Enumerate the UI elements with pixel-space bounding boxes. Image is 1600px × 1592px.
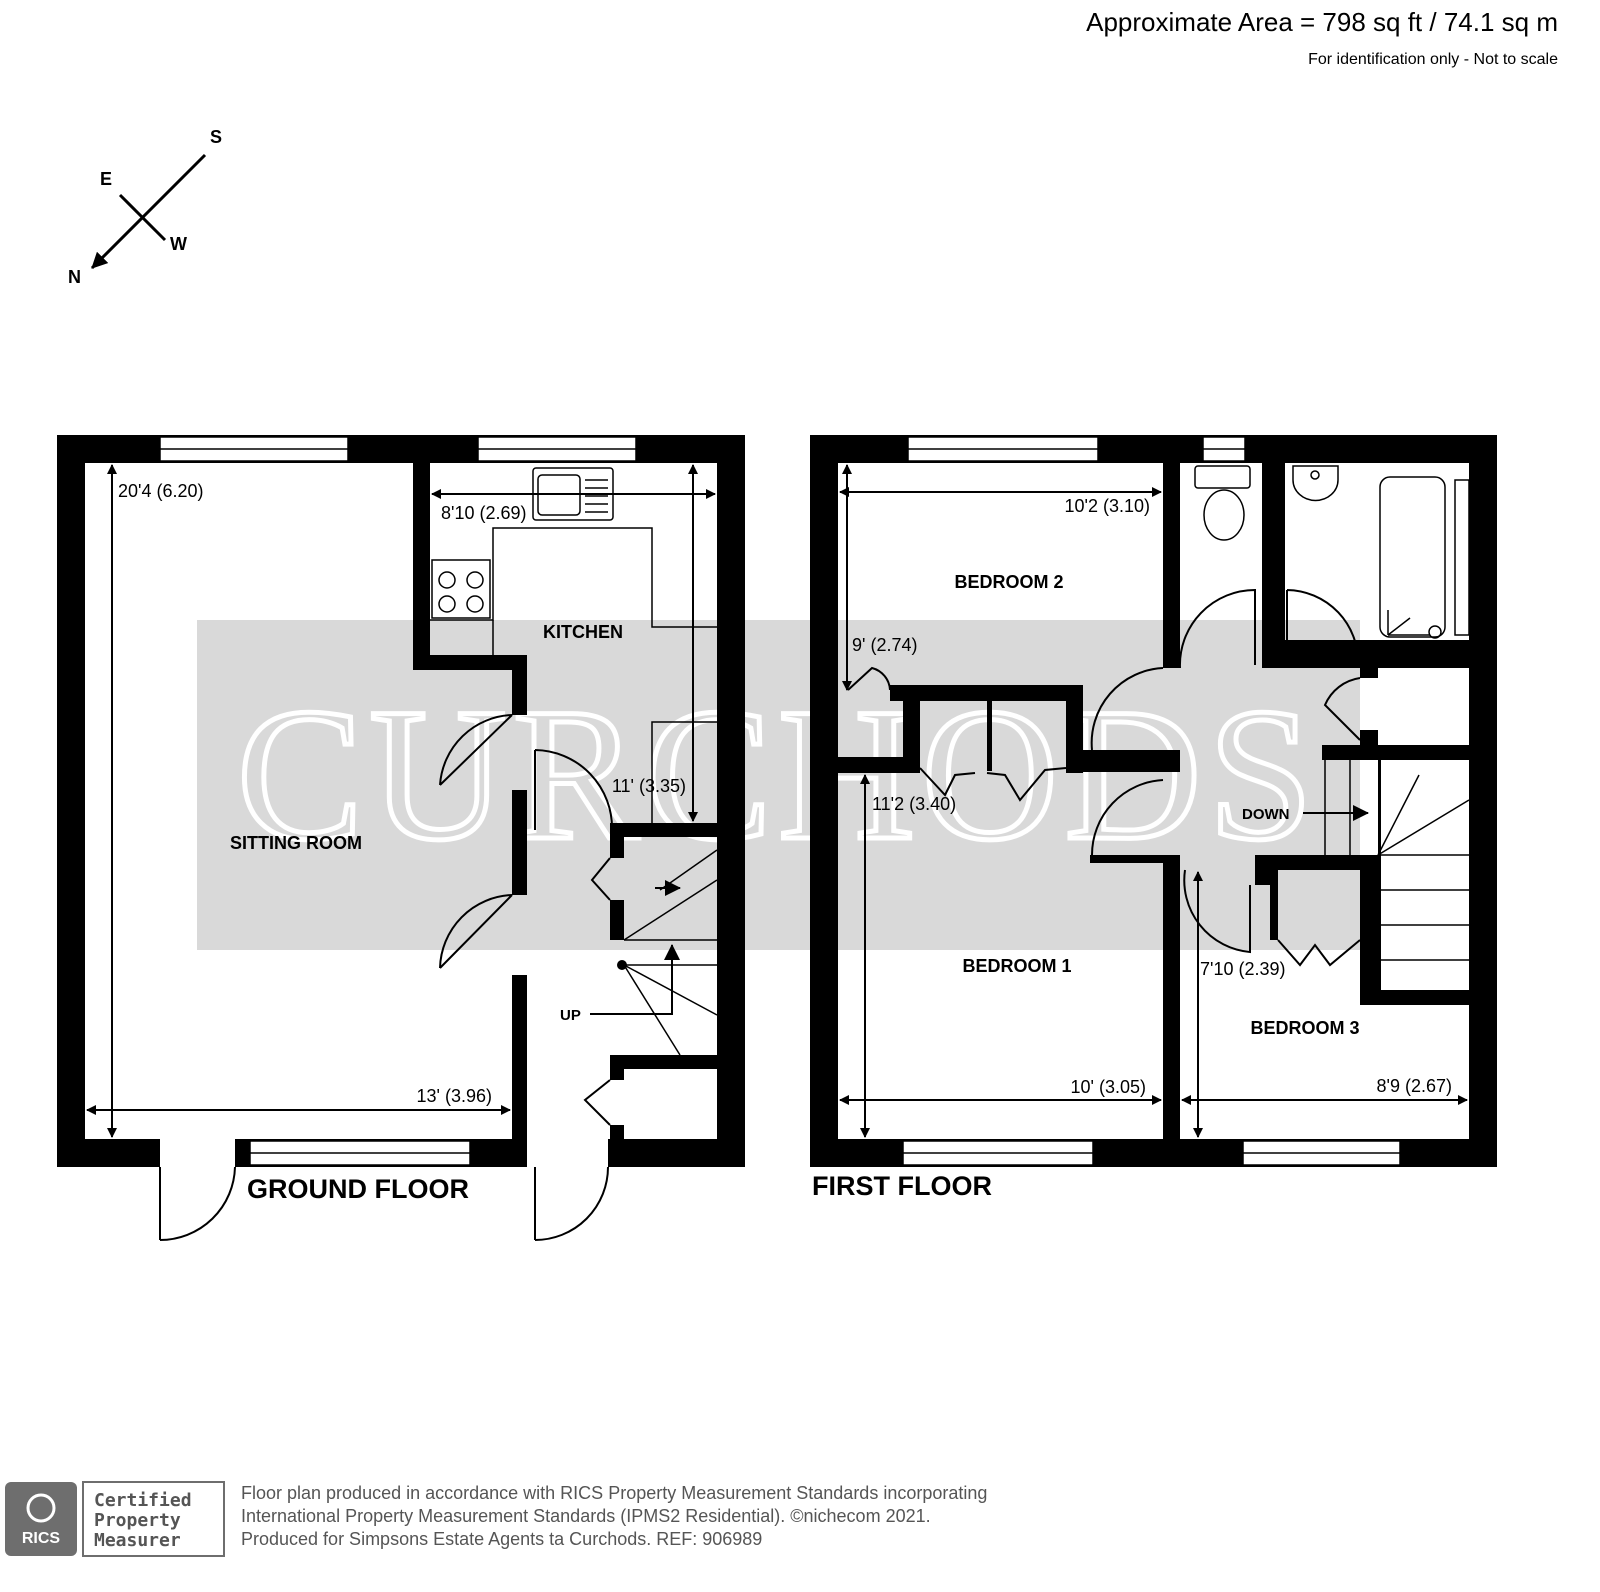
floor-title-first: FIRST FLOOR: [812, 1171, 992, 1201]
footer-line-3: Produced for Simpsons Estate Agents ta C…: [241, 1529, 762, 1549]
bath-icon: [1379, 476, 1446, 639]
ground-floor-plan: UP 20'4 (6.20) 13' (3.96) 8'10 (2.69) 11…: [57, 435, 745, 1241]
dim-kitchen-length: 11' (3.35): [612, 776, 686, 796]
stairs-up: UP: [560, 849, 718, 1056]
rics-lion-icon: [26, 1493, 56, 1523]
compass-south: S: [210, 127, 222, 147]
compass-north: N: [68, 267, 81, 287]
basin-icon: [1292, 465, 1339, 502]
footer-line-1: Floor plan produced in accordance with R…: [241, 1483, 987, 1503]
stairs-down: DOWN: [1242, 760, 1470, 961]
dim-bedroom1-length: 11'2 (3.40): [872, 794, 956, 814]
svg-text:RICS: RICS: [22, 1530, 61, 1547]
approximate-area: Approximate Area = 798 sq ft / 74.1 sq m: [1086, 7, 1558, 37]
dim-bedroom1-width: 10' (3.05): [1071, 1077, 1146, 1097]
room-label-sitting-room: SITTING ROOM: [230, 833, 362, 853]
compass-west: W: [170, 234, 187, 254]
dim-bedroom2-width: 10'2 (3.10): [1065, 496, 1151, 516]
stairs-down-label: DOWN: [1242, 806, 1290, 823]
room-label-bedroom1: BEDROOM 1: [962, 956, 1071, 976]
svg-text:CURCHODS: CURCHODS: [237, 670, 1320, 880]
dim-sitting-length: 20'4 (6.20): [118, 481, 204, 501]
stairs-up-label: UP: [560, 1007, 581, 1024]
room-label-bedroom2: BEDROOM 2: [954, 572, 1063, 592]
disclaimer: For identification only - Not to scale: [1308, 51, 1558, 68]
toilet-icon: [1194, 465, 1251, 541]
dim-bedroom3-length: 7'10 (2.39): [1200, 959, 1286, 979]
svg-text:Measurer: Measurer: [94, 1530, 181, 1551]
compass-east: E: [100, 169, 112, 189]
dim-bedroom2-length: 9' (2.74): [852, 635, 917, 655]
watermark: CURCHODS: [197, 620, 1360, 950]
compass-icon: S E W N: [68, 127, 222, 287]
svg-text:Certified: Certified: [94, 1490, 192, 1511]
room-label-bedroom3: BEDROOM 3: [1250, 1018, 1359, 1038]
room-label-kitchen: KITCHEN: [543, 622, 623, 642]
rics-badge: RICS Certified Property Measurer: [5, 1481, 225, 1557]
dim-sitting-width: 13' (3.96): [417, 1086, 492, 1106]
dim-kitchen-width: 8'10 (2.69): [441, 503, 527, 523]
footer-line-2: International Property Measurement Stand…: [241, 1506, 931, 1526]
floor-title-ground: GROUND FLOOR: [247, 1174, 469, 1204]
first-floor-plan: DOWN 10'2 (3.10) 9' (2.74) 11'2 (3.40) 1…: [810, 435, 1497, 1201]
svg-text:Property: Property: [94, 1510, 181, 1531]
dim-bedroom3-width: 8'9 (2.67): [1377, 1076, 1452, 1096]
hob-icon: [431, 559, 491, 619]
